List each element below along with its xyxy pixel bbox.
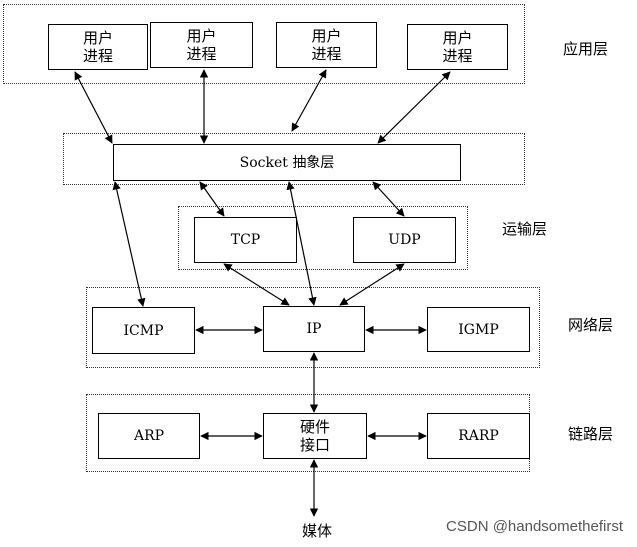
arrow-socket-ip <box>286 181 317 306</box>
user-process-line1: 用户 <box>82 29 113 47</box>
arp-label: ARP <box>133 428 165 444</box>
hardware-interface-box: 硬件接口 <box>263 413 367 459</box>
arp-box: ARP <box>98 413 200 459</box>
user-process-line1: 用户 <box>186 27 217 45</box>
user-process-box: 用户进程 <box>276 22 377 68</box>
user-process-line2: 进程 <box>442 47 473 65</box>
ip-box: IP <box>263 306 365 352</box>
socket-abstraction-box: Socket 抽象层 <box>113 144 461 181</box>
network-layer-label: 网络层 <box>568 316 614 334</box>
arrow-socket-tcp <box>199 181 225 217</box>
rarp-box: RARP <box>427 413 530 459</box>
igmp-box: IGMP <box>427 307 530 352</box>
arrow-socket-icmp <box>112 181 146 307</box>
icmp-box: ICMP <box>92 307 195 354</box>
arrow-process1-socket <box>74 71 113 144</box>
user-process-box: 用户进程 <box>407 24 508 70</box>
arrow-tcp-ip <box>223 263 290 306</box>
link-layer-label: 链路层 <box>568 425 614 443</box>
user-process-line2: 进程 <box>82 47 113 65</box>
user-process-line1: 用户 <box>311 27 342 45</box>
udp-label: UDP <box>388 232 421 248</box>
user-process-line2: 进程 <box>186 45 217 63</box>
arrow-process3-socket <box>291 69 327 132</box>
media-label: 媒体 <box>302 522 333 540</box>
transport-layer-label: 运输层 <box>502 220 548 238</box>
user-process-line1: 用户 <box>442 29 473 47</box>
udp-box: UDP <box>353 217 456 263</box>
igmp-label: IGMP <box>458 321 499 338</box>
rarp-label: RARP <box>458 428 499 444</box>
tcp-label: TCP <box>230 232 261 248</box>
arrow-socket-udp <box>372 181 405 217</box>
application-layer-label: 应用层 <box>563 40 609 58</box>
watermark: CSDN @handsomethefirst <box>446 518 623 535</box>
user-process-line2: 进程 <box>311 45 342 63</box>
arrow-udp-ip <box>339 263 405 306</box>
hardware-line2: 接口 <box>299 436 330 454</box>
ip-label: IP <box>306 321 322 337</box>
user-process-box: 用户进程 <box>48 24 148 70</box>
hardware-line1: 硬件 <box>299 418 330 436</box>
user-process-box: 用户进程 <box>150 22 253 68</box>
socket-label: Socket 抽象层 <box>239 154 335 171</box>
transport-layer-frame <box>178 206 468 270</box>
arrow-process4-socket <box>377 71 451 144</box>
application-layer-frame <box>3 4 525 84</box>
icmp-label: ICMP <box>123 322 164 339</box>
